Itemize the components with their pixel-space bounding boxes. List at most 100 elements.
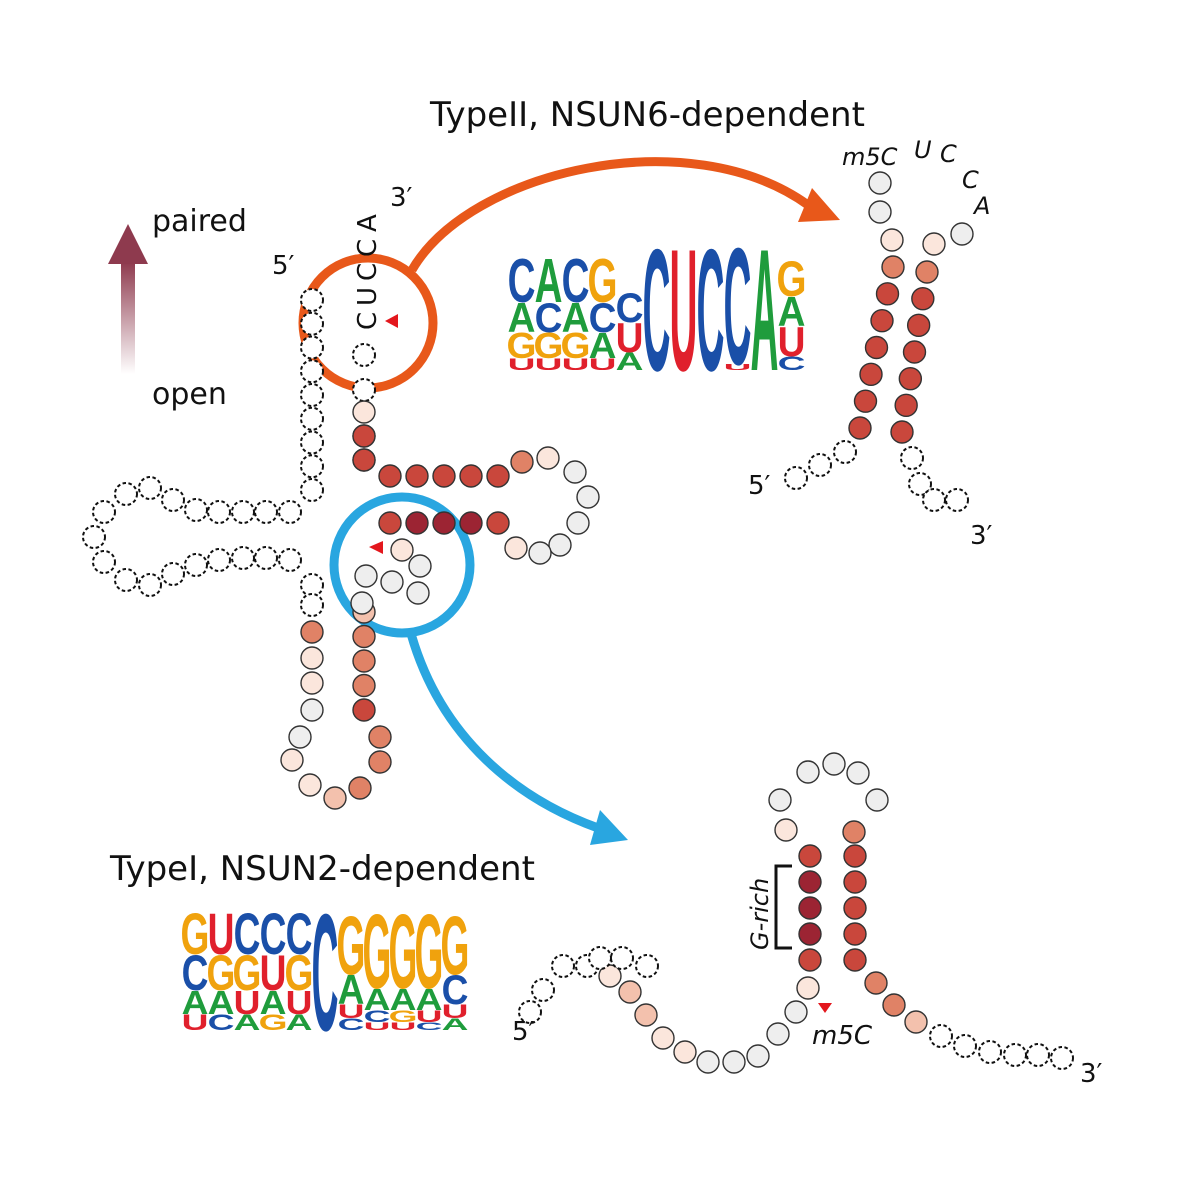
hairpin-m5c-label: m5C — [812, 1021, 873, 1051]
type2-hairpin-strand-left — [848, 416, 872, 440]
type1-highlight — [329, 492, 628, 845]
type1-hairpin-strand-right — [843, 870, 867, 894]
trna-anticodon-3prime — [352, 698, 376, 722]
logo-letter: G — [588, 247, 618, 317]
logo-letter: C — [260, 903, 287, 967]
trna-t-loop — [528, 541, 552, 565]
trna-anticodon-3prime — [352, 624, 376, 649]
trna-acceptor-5prime — [300, 406, 324, 431]
trna-acceptor-5prime — [300, 478, 324, 502]
logo-letter: G — [259, 1010, 288, 1035]
grich-label: G-rich — [746, 878, 774, 950]
logo-letter: C — [364, 1008, 391, 1027]
logo-letter: C — [286, 903, 313, 967]
type1-hairpin-3prime-tail — [1026, 1043, 1050, 1067]
logo-letter: G — [285, 946, 314, 1002]
trna-d-arm — [254, 500, 278, 524]
type2-hairpin-bead — [880, 228, 904, 252]
type1-hairpin-loop — [842, 820, 866, 844]
type1-arrow — [405, 628, 600, 833]
logo-letter: A — [390, 983, 417, 1017]
trna-t-arm-top — [405, 464, 429, 488]
logo-letter: A — [338, 967, 365, 1013]
logo-letter: C — [182, 946, 209, 1002]
type1-hairpin-5prime-tail — [635, 954, 659, 978]
logo-letter: A — [182, 985, 209, 1022]
logo-letter: C — [442, 967, 469, 1013]
trna-acceptor-5prime — [300, 335, 324, 360]
tail-letter-3: C — [353, 263, 383, 281]
trna-anticodon-loop — [298, 773, 322, 797]
logo-letter: C — [312, 880, 339, 1066]
type1-hairpin-5prime — [722, 1050, 746, 1074]
trna-anticodon-loop — [323, 786, 347, 810]
logo-letter: U — [416, 1008, 443, 1027]
type1-hairpin-3prime-tail — [1050, 1046, 1074, 1070]
logo-letter: U — [778, 319, 806, 366]
type1-hairpin-strand-right — [843, 922, 867, 946]
logo-letter: G — [415, 892, 444, 1011]
logo-letter: C — [562, 247, 590, 317]
logo-letter: G — [441, 899, 470, 992]
type1-hairpin-5prime — [696, 1050, 720, 1074]
legend-arrowhead — [108, 224, 148, 264]
logo-letter: G — [233, 946, 262, 1002]
type1-hairpin-strand-right — [843, 896, 867, 920]
type1-hairpin-5prime — [651, 1026, 675, 1050]
type1-hairpin-strand-left — [798, 896, 822, 920]
trna-anticodon-loop — [300, 671, 324, 695]
trna-t-arm-top — [378, 464, 402, 488]
type1-hairpin-5prime-tail — [531, 978, 555, 1002]
logo-letter: G — [533, 325, 563, 366]
logo-letter: A — [208, 985, 235, 1022]
trna-t-loop — [536, 446, 560, 470]
type2-hairpin-bead — [922, 232, 946, 256]
trna-acceptor-5prime — [300, 288, 324, 312]
trna-t-arm-bottom — [405, 511, 429, 535]
type1-hairpin-5prime — [746, 1044, 770, 1068]
type2-hairpin-5prime-tail — [808, 453, 832, 477]
trna-t-arm-bottom — [459, 511, 483, 535]
type1-hairpin-5prime-tail — [551, 954, 575, 978]
trna-acceptor-3prime — [352, 378, 376, 402]
type2-m5c-label: m5C — [842, 143, 898, 171]
type1-hairpin-bead — [784, 1000, 808, 1024]
trna-anticodon-loop — [300, 698, 324, 722]
type1-highlight-circle — [329, 492, 475, 638]
type1-hairpin-3prime-tail — [929, 1024, 953, 1048]
trna-t-loop — [563, 460, 587, 484]
type2-top-letter-c1: C — [940, 140, 957, 168]
logo-letter: A — [234, 1010, 261, 1035]
logo-letter: G — [506, 325, 536, 366]
trna-variable-region — [406, 581, 430, 605]
logo-letter: U — [234, 985, 261, 1022]
type1-hairpin-strand-right — [843, 948, 867, 972]
logo-letter: A — [260, 985, 287, 1022]
logo-letter: U — [562, 355, 590, 374]
trna-acceptor-5prime — [300, 454, 324, 479]
logo-letter: A — [589, 325, 617, 366]
logo-letter: U — [286, 985, 313, 1022]
tail-letter-1: C — [353, 312, 383, 330]
type2-top-letter-c2: C — [962, 166, 979, 194]
m5c-markers — [369, 314, 832, 1013]
logo-letter: C — [643, 213, 671, 408]
type1-hairpin-5prime — [598, 964, 622, 988]
logo-letter: A — [442, 1016, 469, 1035]
trna-t-loop — [548, 533, 572, 557]
trna-anticodon-5prime — [300, 593, 324, 617]
logo-letter: C — [234, 903, 261, 967]
type2-hairpin-5prime-tail — [833, 440, 857, 464]
trna-variable-region — [354, 564, 378, 588]
logo-letter: U — [182, 1010, 209, 1035]
trna-d-arm — [278, 500, 302, 524]
logo-letter: A — [364, 983, 391, 1017]
legend-paired-label: paired — [152, 204, 247, 239]
type2-hairpin-strand-right — [894, 393, 918, 418]
type2-hairpin-strand-right — [890, 420, 914, 444]
type2-hairpin-top — [868, 200, 892, 224]
logo-letter: C — [208, 1010, 235, 1035]
trna-variable-region — [350, 591, 374, 615]
